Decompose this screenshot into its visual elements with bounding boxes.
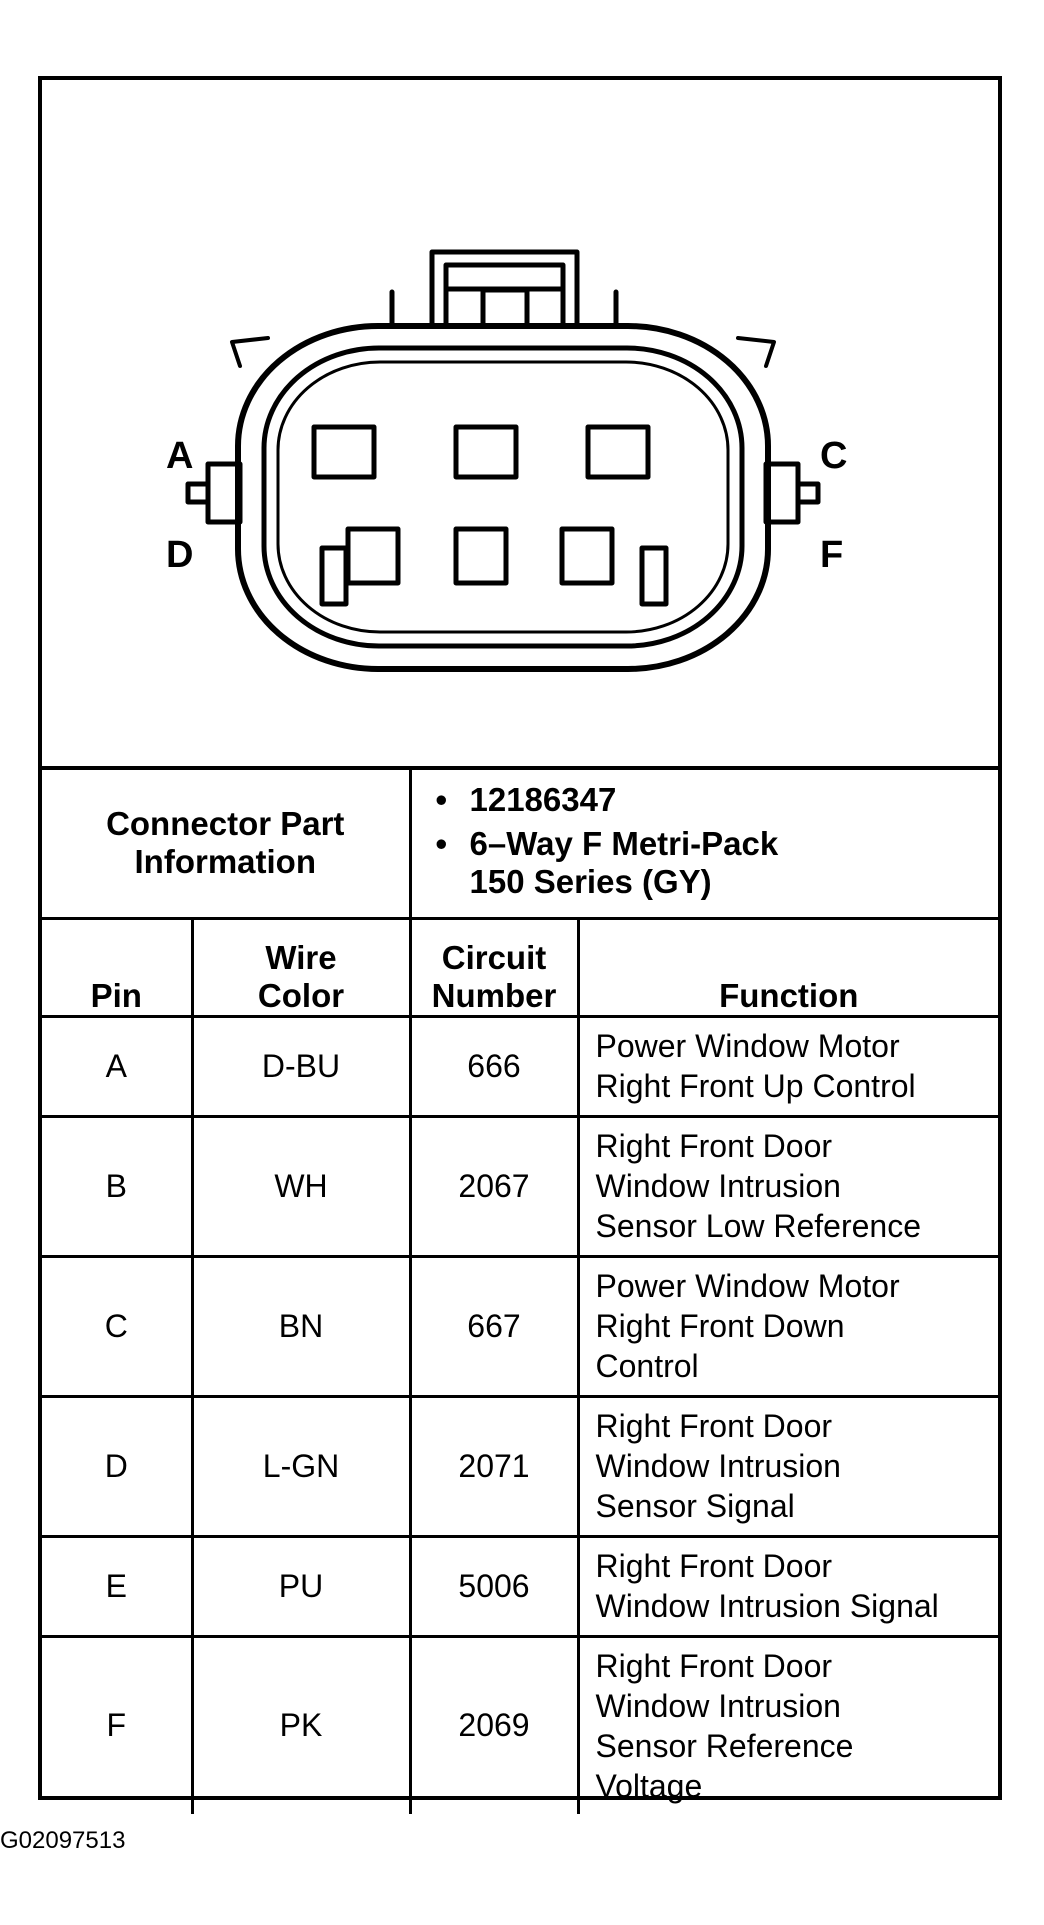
function-cell: Right Front Door Window Intrusion Sensor…	[576, 1634, 999, 1814]
circuit-cell: 2069	[408, 1634, 580, 1814]
part-info-values: 12186347 6–Way F Metri-Pack 150 Series (…	[408, 766, 999, 920]
table-row: D L-GN 2071 Right Front Door Window Intr…	[42, 1394, 999, 1538]
circuit-cell: 666	[408, 1014, 580, 1118]
pin-cell: E	[42, 1534, 194, 1638]
part-number: 12186347	[436, 781, 999, 819]
pin-label-d: D	[166, 534, 193, 576]
connector-face-diagram: A D C F	[166, 249, 847, 672]
cavity-d	[345, 526, 401, 586]
table-row: B WH 2067 Right Front Door Window Intrus…	[42, 1114, 999, 1258]
cavity-f	[559, 526, 615, 586]
connector-housing-outer	[235, 323, 771, 672]
part-info-label: Connector Part Information	[42, 766, 412, 920]
pin-cell: D	[42, 1394, 194, 1538]
circuit-cell: 2071	[408, 1394, 580, 1538]
pin-cell: F	[42, 1634, 194, 1814]
part-info-row: Connector Part Information 12186347 6–Wa…	[42, 766, 999, 920]
pin-label-a: A	[166, 435, 193, 477]
wire-color-cell: PU	[190, 1534, 412, 1638]
wire-color-cell: WH	[190, 1114, 412, 1258]
wire-color-cell: BN	[190, 1254, 412, 1398]
cavity-c	[585, 424, 651, 480]
header-pin: Pin	[42, 916, 194, 1018]
circuit-cell: 667	[408, 1254, 580, 1398]
figure-id: G02097513	[0, 1827, 126, 1854]
function-cell: Power Window Motor Right Front Up Contro…	[576, 1014, 999, 1118]
circuit-cell: 5006	[408, 1534, 580, 1638]
function-cell: Right Front Door Window Intrusion Signal	[576, 1534, 999, 1638]
wire-color-cell: PK	[190, 1634, 412, 1814]
table-row: A D-BU 666 Power Window Motor Right Fron…	[42, 1014, 999, 1118]
function-cell: Right Front Door Window Intrusion Sensor…	[576, 1394, 999, 1538]
right-key	[763, 461, 821, 525]
pin-cell: A	[42, 1014, 194, 1118]
part-description: 6–Way F Metri-Pack 150 Series (GY)	[436, 825, 999, 901]
wire-color-cell: L-GN	[190, 1394, 412, 1538]
pin-label-f: F	[820, 534, 843, 576]
cavity-e	[453, 526, 509, 586]
connector-housing-inner	[261, 345, 745, 649]
header-function: Function	[576, 916, 999, 1018]
cavity-b	[453, 424, 519, 480]
connector-info-table: Connector Part Information 12186347 6–Wa…	[42, 766, 999, 1814]
table-row: C BN 667 Power Window Motor Right Front …	[42, 1254, 999, 1398]
pin-label-c: C	[820, 435, 847, 477]
pin-cell: C	[42, 1254, 194, 1398]
table-row: E PU 5006 Right Front Door Window Intrus…	[42, 1534, 999, 1638]
function-cell: Right Front Door Window Intrusion Sensor…	[576, 1114, 999, 1258]
cavity-a	[311, 424, 377, 480]
function-cell: Power Window Motor Right Front Down Cont…	[576, 1254, 999, 1398]
circuit-cell: 2067	[408, 1114, 580, 1258]
connector-frame: A D C F Connector Part Information 12186…	[38, 76, 1002, 1814]
table-row: F PK 2069 Right Front Door Window Intrus…	[42, 1634, 999, 1814]
wire-color-cell: D-BU	[190, 1014, 412, 1118]
pin-cell: B	[42, 1114, 194, 1258]
left-key	[185, 461, 243, 525]
locking-tab	[389, 249, 619, 329]
